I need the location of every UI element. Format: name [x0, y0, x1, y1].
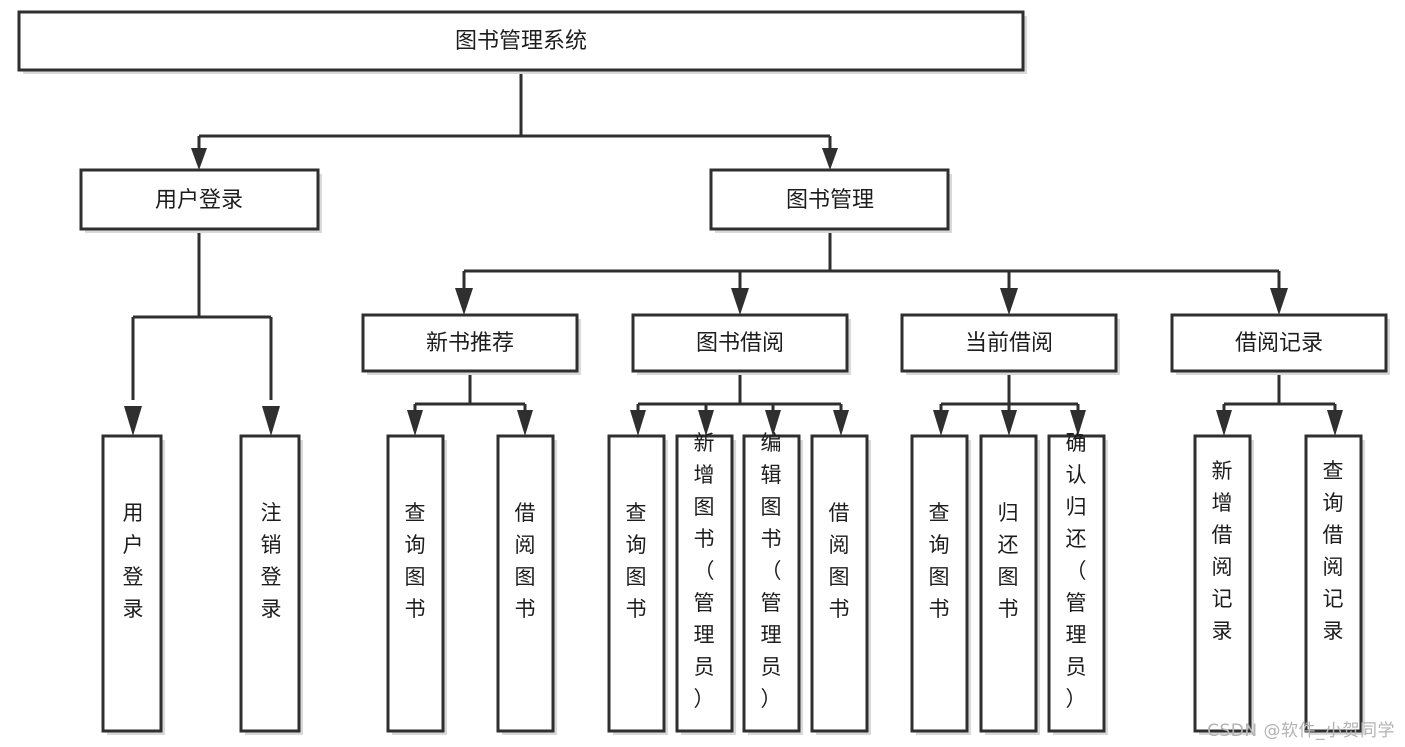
arrowhead-leaf-04: [517, 410, 533, 436]
node-leaf-02-box[interactable]: [239, 434, 301, 733]
node-root-label: 图书管理系统: [455, 29, 587, 54]
node-leaf-08-label: 借阅图书: [829, 501, 850, 621]
node-leaf-07-box[interactable]: [742, 434, 801, 733]
connector-group-new-book: [407, 375, 533, 436]
node-leaf-03-label: 查询图书: [405, 501, 426, 621]
node-leaf-logout[interactable]: 注销登录: [239, 434, 303, 735]
node-root[interactable]: 图书管理系统: [17, 10, 1027, 74]
connector-group-current: [933, 375, 1086, 436]
arrowhead-l2-b: [731, 288, 749, 315]
connector-group-root: [191, 74, 838, 170]
node-book-borrow-box[interactable]: [631, 313, 849, 373]
node-leaf-12-label: 新增借阅记录: [1212, 459, 1233, 643]
arrowhead-leaf-03: [407, 410, 423, 436]
node-leaf-10-box[interactable]: [979, 434, 1038, 733]
node-leaf-09-box[interactable]: [910, 434, 969, 733]
arrowhead-l2-d: [1270, 288, 1288, 315]
node-leaf-borrow-book-2[interactable]: 借阅图书: [810, 434, 871, 735]
arrowhead-leaf-01: [124, 406, 142, 436]
node-new-book-recommend-label: 新书推荐: [426, 331, 514, 356]
arrowhead-leaf-13: [1327, 410, 1343, 436]
node-leaf-04-box[interactable]: [496, 434, 555, 733]
arrowhead-to-userlogin: [191, 148, 207, 170]
node-leaf-return-book[interactable]: 归还图书: [979, 434, 1040, 735]
node-leaf-query-book-1[interactable]: 查询图书: [386, 434, 447, 735]
node-leaf-04-label: 借阅图书: [515, 501, 536, 621]
node-leaf-01-label: 用户登录: [123, 501, 144, 621]
node-current-borrow-label: 当前借阅: [965, 331, 1053, 356]
arrowhead-leaf-06: [698, 410, 714, 436]
connector-group-bookmgmt: [455, 233, 1288, 315]
node-leaf-05-label: 查询图书: [626, 501, 647, 621]
node-leaf-07-label: 编辑图书（管理员）: [761, 431, 782, 711]
arrowhead-leaf-10: [1001, 410, 1017, 436]
node-book-management-label: 图书管理: [786, 188, 874, 213]
node-leaf-query-book-2[interactable]: 查询图书: [607, 434, 668, 735]
node-leaf-query-book-3[interactable]: 查询图书: [910, 434, 971, 735]
node-leaf-confirm-return-admin[interactable]: 确认归还（管理员）: [1047, 431, 1108, 735]
arrowhead-l2-a: [455, 288, 473, 315]
node-leaf-09-label: 查询图书: [929, 501, 950, 621]
node-leaf-edit-book-admin[interactable]: 编辑图书（管理员）: [742, 431, 803, 735]
arrowhead-leaf-08: [833, 410, 849, 436]
node-leaf-02-label: 注销登录: [261, 501, 282, 621]
node-leaf-13-box[interactable]: [1304, 434, 1363, 733]
node-leaf-06-label: 新增图书（管理员）: [694, 431, 715, 711]
node-leaf-08-box[interactable]: [810, 434, 869, 733]
node-leaf-12-box[interactable]: [1193, 434, 1252, 733]
node-new-book-recommend[interactable]: 新书推荐: [361, 313, 581, 375]
node-new-book-recommend-box[interactable]: [361, 313, 579, 373]
node-leaf-add-borrow-record[interactable]: 新增借阅记录: [1193, 434, 1254, 735]
node-borrow-record-label: 借阅记录: [1235, 331, 1323, 356]
node-leaf-06-box[interactable]: [675, 434, 734, 733]
connector-group-userlogin: [124, 233, 280, 436]
arrowhead-leaf-09: [933, 410, 949, 436]
node-user-login[interactable]: 用户登录: [79, 168, 322, 233]
connector-group-records: [1216, 375, 1343, 436]
node-borrow-record-box[interactable]: [1170, 313, 1388, 373]
node-current-borrow-box[interactable]: [900, 313, 1118, 373]
node-book-borrow[interactable]: 图书借阅: [631, 313, 851, 375]
node-current-borrow[interactable]: 当前借阅: [900, 313, 1120, 375]
node-book-management-box[interactable]: [709, 168, 950, 231]
node-leaf-query-borrow-record[interactable]: 查询借阅记录: [1304, 434, 1365, 735]
node-root-box[interactable]: [17, 10, 1025, 72]
arrowhead-leaf-05: [630, 410, 646, 436]
arrowhead-leaf-11: [1070, 410, 1086, 436]
node-book-management[interactable]: 图书管理: [709, 168, 952, 233]
node-borrow-record[interactable]: 借阅记录: [1170, 313, 1390, 375]
node-user-login-label: 用户登录: [155, 188, 243, 213]
arrowhead-leaf-02: [262, 406, 280, 436]
node-leaf-05-box[interactable]: [607, 434, 666, 733]
node-leaf-11-label: 确认归还（管理员）: [1066, 431, 1087, 711]
arrowhead-l2-c: [1000, 288, 1018, 315]
node-leaf-13-label: 查询借阅记录: [1323, 459, 1344, 643]
node-leaf-borrow-book-1[interactable]: 借阅图书: [496, 434, 557, 735]
node-book-borrow-label: 图书借阅: [696, 331, 784, 356]
node-leaf-add-book-admin[interactable]: 新增图书（管理员）: [675, 431, 736, 735]
arrowhead-leaf-12: [1216, 410, 1232, 436]
node-leaf-01-box[interactable]: [101, 434, 163, 733]
node-leaf-10-label: 归还图书: [998, 501, 1019, 621]
node-leaf-03-box[interactable]: [386, 434, 445, 733]
arrowhead-leaf-07: [765, 410, 781, 436]
node-leaf-11-box[interactable]: [1047, 434, 1106, 733]
node-user-login-box[interactable]: [79, 168, 320, 231]
node-leaf-user-login[interactable]: 用户登录: [101, 434, 165, 735]
arrowhead-to-bookmgmt: [822, 148, 838, 170]
connector-group-borrow: [630, 375, 849, 436]
